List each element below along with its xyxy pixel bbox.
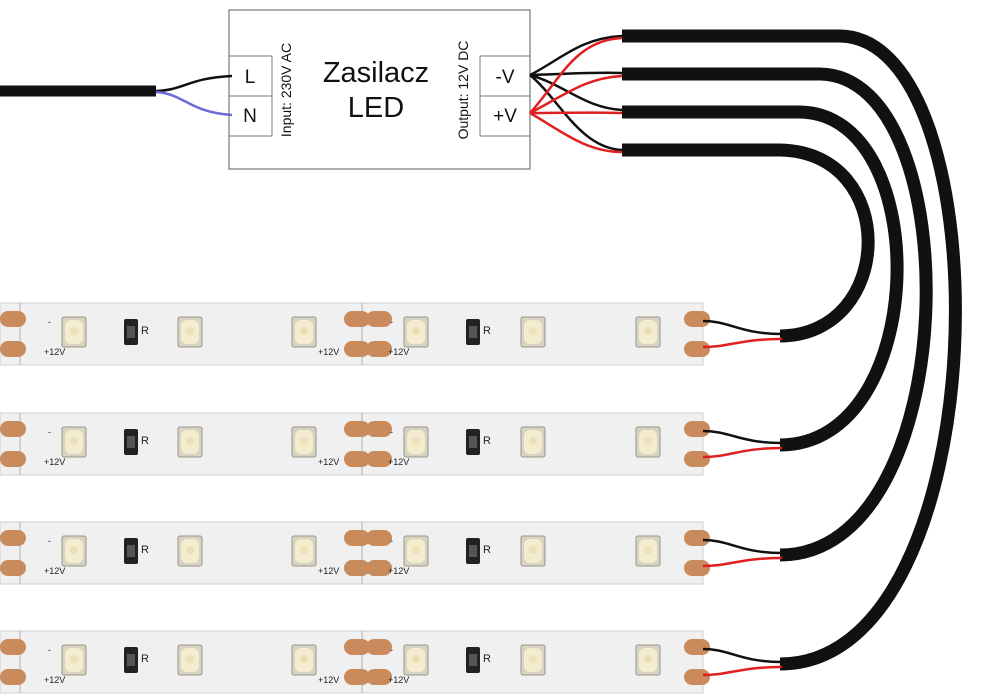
output-wires — [529, 34, 623, 154]
minus-label: - — [48, 317, 51, 327]
led-chip — [61, 535, 87, 567]
cable-3 — [622, 67, 933, 562]
psu-input-label: Input: 230V AC — [278, 43, 294, 137]
resistor-label: R — [141, 325, 149, 337]
cable-1 — [622, 143, 875, 343]
resistor-label: R — [141, 653, 149, 665]
resistor — [124, 647, 138, 673]
terminal-plus-v: +V — [493, 106, 517, 127]
wire-negative — [702, 538, 783, 555]
plus-12v-label: +12V — [388, 457, 409, 467]
led-strips: R R +12V +12V +12V - - R R +12V +12V +12V - - R R +12V +1… — [0, 302, 783, 694]
led-chip — [61, 644, 87, 676]
minus-label: - — [390, 645, 393, 655]
led-chip — [177, 644, 203, 676]
led-chip — [291, 535, 317, 567]
resistor-label: R — [483, 435, 491, 447]
plus-12v-label: +12V — [318, 675, 339, 685]
led-chip — [520, 316, 546, 348]
resistor-label: R — [483, 653, 491, 665]
plus-12v-label: +12V — [44, 675, 65, 685]
minus-label: - — [48, 427, 51, 437]
minus-label: - — [390, 536, 393, 546]
led-strip: R R +12V +12V +12V - - — [0, 302, 783, 366]
psu-output-label: Output: 12V DC — [455, 41, 471, 140]
plus-12v-label: +12V — [44, 347, 65, 357]
plus-12v-label: +12V — [44, 457, 65, 467]
wire-positive — [702, 446, 783, 459]
terminal-n: N — [243, 106, 257, 127]
resistor — [124, 319, 138, 345]
led-chip — [635, 644, 661, 676]
led-chip — [520, 535, 546, 567]
led-chip — [520, 426, 546, 458]
led-chip — [520, 644, 546, 676]
resistor — [466, 319, 480, 345]
led-strip: R R +12V +12V +12V - - — [0, 412, 783, 476]
minus-label: - — [48, 536, 51, 546]
resistor-label: R — [141, 544, 149, 556]
led-chip — [635, 426, 661, 458]
wire-negative — [702, 429, 783, 445]
led-chip — [635, 316, 661, 348]
led-strip: R R +12V +12V +12V - - — [0, 521, 783, 585]
terminal-minus-v: -V — [496, 67, 515, 88]
led-chip — [177, 426, 203, 458]
resistor — [466, 429, 480, 455]
resistor-label: R — [483, 325, 491, 337]
led-chip — [403, 644, 429, 676]
resistor — [466, 647, 480, 673]
terminal-l: L — [245, 67, 256, 88]
led-chip — [177, 535, 203, 567]
wire-positive — [702, 556, 783, 568]
led-chip — [403, 316, 429, 348]
cable-4 — [622, 29, 962, 671]
led-strip: R R +12V +12V +12V - - — [0, 630, 783, 694]
minus-label: - — [390, 427, 393, 437]
resistor — [124, 429, 138, 455]
led-chip — [403, 426, 429, 458]
wire-negative — [702, 319, 783, 336]
resistor — [124, 538, 138, 564]
wire-negative — [702, 647, 783, 664]
mains-cable — [0, 74, 233, 117]
wire-positive — [702, 337, 783, 349]
wire-positive — [702, 665, 783, 677]
led-chip — [635, 535, 661, 567]
plus-12v-label: +12V — [318, 347, 339, 357]
led-chip — [291, 644, 317, 676]
psu-title-line1: Zasilacz — [323, 57, 429, 89]
resistor — [466, 538, 480, 564]
plus-12v-label: +12V — [318, 457, 339, 467]
plus-12v-label: +12V — [388, 675, 409, 685]
led-chip — [61, 316, 87, 348]
led-chip — [177, 316, 203, 348]
led-chip — [403, 535, 429, 567]
resistor-label: R — [483, 544, 491, 556]
minus-label: - — [390, 317, 393, 327]
minus-label: - — [48, 645, 51, 655]
led-chip — [61, 426, 87, 458]
led-power-supply: L N -V +V Zasilacz LED Input: 230V AC Ou… — [228, 9, 531, 170]
led-chip — [291, 426, 317, 458]
power-cables — [622, 29, 962, 671]
led-chip — [291, 316, 317, 348]
cable-2 — [622, 105, 904, 452]
psu-title-line2: LED — [348, 92, 404, 124]
plus-12v-label: +12V — [44, 566, 65, 576]
plus-12v-label: +12V — [318, 566, 339, 576]
plus-12v-label: +12V — [388, 566, 409, 576]
resistor-label: R — [141, 435, 149, 447]
psu-box — [228, 9, 531, 170]
plus-12v-label: +12V — [388, 347, 409, 357]
